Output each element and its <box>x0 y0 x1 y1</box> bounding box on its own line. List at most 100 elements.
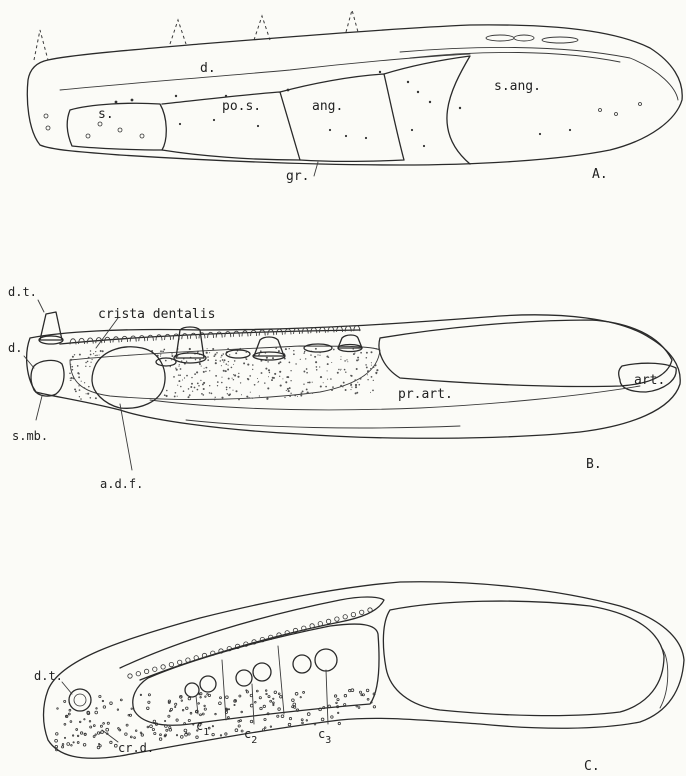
stipple-dot <box>320 385 322 387</box>
stipple-dot <box>331 362 332 363</box>
stipple-dot <box>173 376 175 378</box>
stipple-dot <box>77 735 79 737</box>
stipple-dot <box>88 357 90 359</box>
stipple-dot <box>74 354 75 355</box>
stipple-dot <box>295 363 296 364</box>
stipple-dot <box>269 372 270 373</box>
stipple-dot <box>370 368 371 369</box>
stipple-dot <box>351 387 352 388</box>
stipple-dot <box>228 361 229 362</box>
stipple-dot <box>252 364 254 366</box>
tooth-outline <box>34 30 48 60</box>
stipple-dot <box>312 393 313 394</box>
stipple-dot <box>270 700 272 702</box>
label-splenial: s. <box>98 107 114 122</box>
stipple-dot <box>266 357 268 359</box>
stipple-dot <box>254 384 256 386</box>
stipple-dot <box>194 387 196 389</box>
stipple-dot <box>79 389 81 391</box>
stipple-dot <box>303 383 304 384</box>
stipple-dot <box>227 716 229 718</box>
stipple-dot <box>209 385 210 386</box>
stipple-dot <box>175 706 176 707</box>
stipple-dot <box>160 354 161 355</box>
stipple-dot <box>97 732 99 734</box>
stipple-dot <box>320 376 322 378</box>
stipple-dot <box>333 349 335 351</box>
stipple-dot <box>260 707 262 709</box>
stipple-dot <box>356 705 358 707</box>
stipple-dot <box>376 348 378 350</box>
stipple-dot <box>179 364 180 365</box>
stipple-dot <box>366 689 369 692</box>
stipple-dot <box>196 736 199 739</box>
stipple-dot <box>238 725 240 727</box>
foramen <box>486 35 514 41</box>
stipple-dot <box>209 352 210 353</box>
stipple-dot <box>353 353 355 355</box>
stipple-dot <box>211 393 213 395</box>
stipple-dot <box>272 377 274 379</box>
stipple-dot <box>166 395 168 397</box>
stipple-dot <box>57 708 59 710</box>
stipple-dot <box>99 695 101 697</box>
stipple-dot <box>233 374 234 375</box>
stipple-dot <box>226 389 228 391</box>
stipple-dot <box>84 387 86 389</box>
stipple-dot <box>372 390 374 392</box>
stipple-dot <box>200 380 201 381</box>
stipple-dot <box>202 394 204 396</box>
stipple-dot <box>71 745 73 747</box>
canal-tooth <box>161 665 165 669</box>
stipple-dot <box>180 368 182 370</box>
stipple-dot <box>301 392 303 394</box>
stipple-dot <box>306 388 308 390</box>
stipple-dot <box>292 706 294 708</box>
stipple-dot <box>66 716 67 717</box>
stipple-dot <box>164 720 165 721</box>
stipple-dot <box>207 348 208 349</box>
stipple-dot <box>273 702 275 704</box>
stipple-dot <box>259 697 261 699</box>
stipple-dot <box>188 733 190 735</box>
stipple-dot <box>273 704 274 705</box>
stipple-dot <box>349 689 351 691</box>
stipple-dot <box>191 377 192 378</box>
panel-a-lateral-view: d. s. po.s. ang. s.ang. gr. A. <box>27 10 682 184</box>
stipple-dot <box>302 722 304 724</box>
stipple-dot <box>367 374 368 375</box>
stipple-dot <box>338 722 340 724</box>
stipple-dot <box>234 360 236 362</box>
stipple-dot <box>334 695 336 697</box>
stipple-dot <box>165 360 167 362</box>
stipple-dot <box>228 709 229 710</box>
stipple-dot <box>287 388 289 390</box>
stipple-dot <box>203 388 205 390</box>
stipple-dot <box>89 366 90 367</box>
stipple-dot <box>225 733 227 735</box>
tooth-outline <box>346 10 358 32</box>
dorsal-canal <box>120 597 384 680</box>
stipple-dot <box>220 357 221 358</box>
stipple-dot <box>73 377 75 379</box>
stipple-dot <box>296 709 299 712</box>
stipple-dot <box>367 370 369 372</box>
dentary-tooth-c <box>69 689 91 711</box>
stipple-dot <box>120 699 122 701</box>
stipple-dot <box>72 369 74 371</box>
stipple-dot <box>231 367 233 369</box>
stipple-dot <box>239 695 241 697</box>
stipple-dot <box>246 358 248 360</box>
marginal-tooth <box>225 332 231 337</box>
stipple-dot <box>72 735 73 736</box>
stipple-dot <box>264 718 266 720</box>
stipple-dot <box>226 363 228 365</box>
stipple-dot <box>360 378 362 380</box>
stipple-dot <box>356 359 358 361</box>
leader-crista <box>96 318 118 348</box>
stipple-dot <box>307 713 310 716</box>
stipple-dot <box>181 700 182 701</box>
stipple-dot <box>338 369 339 370</box>
stipple-dot <box>99 354 100 355</box>
